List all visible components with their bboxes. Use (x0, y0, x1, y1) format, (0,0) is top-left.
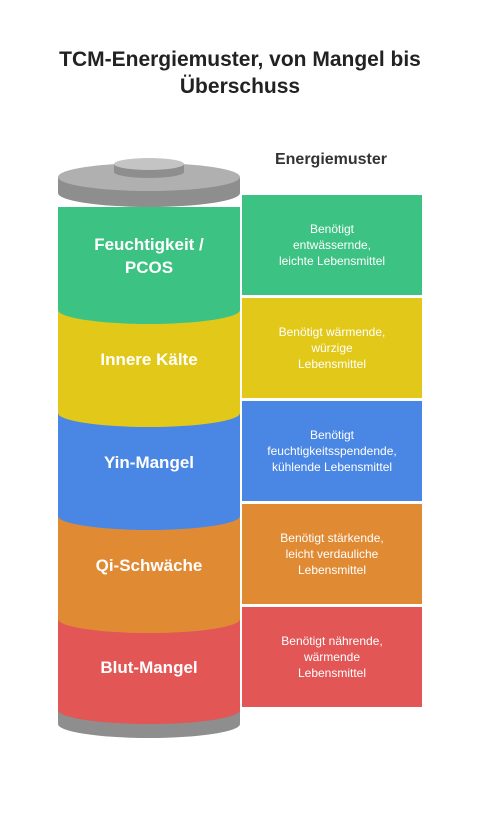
description-kaelte: Benötigt wärmende, würzige Lebensmittel (242, 298, 422, 398)
segment-yin-body (58, 413, 240, 530)
description-line: leichte Lebensmittel (278, 254, 386, 268)
segment-label-kaelte: Innere Kälte (58, 348, 240, 371)
segment-label-qi: Qi-Schwäche (58, 554, 240, 577)
description-yin: Benötigt feuchtigkeitsspendende, kühlend… (242, 401, 422, 501)
description-line: Lebensmittel (297, 357, 367, 371)
title-line-1: TCM-Energiemuster, von Mangel bis (59, 48, 421, 71)
segment-blut-body (58, 619, 240, 724)
segment-label-line: Blut-Mangel (100, 658, 198, 677)
segment-feuchtigkeit-body (58, 207, 240, 324)
segment-qi-body (58, 516, 240, 633)
description-line: Lebensmittel (297, 563, 367, 577)
description-line: leicht verdauliche (285, 547, 379, 561)
description-line: Benötigt (309, 222, 355, 236)
description-line: wärmende (303, 650, 360, 664)
title-line-2: Überschuss (179, 75, 301, 98)
description-line: Lebensmittel (297, 666, 367, 680)
segment-label-line: PCOS (124, 258, 174, 277)
segment-label-blut: Blut-Mangel (58, 656, 240, 679)
segment-feuchtigkeit (58, 207, 240, 324)
diagram-title: TCM-Energiemuster, von Mangel bis Übersc… (0, 46, 480, 100)
segment-label-line: Innere Kälte (100, 350, 198, 369)
description-line: Benötigt (309, 428, 355, 442)
description-line: Benötigt nährende, (281, 634, 383, 648)
segment-label-yin: Yin-Mangel (58, 451, 240, 474)
description-line: entwässernde, (292, 238, 372, 252)
description-blut: Benötigt nährende, wärmende Lebensmittel (242, 607, 422, 707)
description-line: feuchtigkeitsspendende, (267, 444, 397, 458)
description-qi: Benötigt stärkende, leicht verdauliche L… (242, 504, 422, 604)
description-line: Benötigt wärmende, (278, 325, 386, 339)
description-line: kühlende Lebensmittel (271, 460, 393, 474)
description-line: Benötigt stärkende, (280, 531, 384, 545)
battery-top-cap (58, 158, 240, 207)
segment-kaelte-body (58, 310, 240, 427)
segment-label-line: Feuchtigkeit / (94, 235, 204, 254)
terminal-top (114, 158, 184, 170)
segment-label-line: Yin-Mangel (103, 453, 195, 472)
segment-label-feuchtigkeit: Feuchtigkeit / PCOS (58, 233, 240, 279)
description-line: würzige (311, 341, 353, 355)
segment-label-line: Qi-Schwäche (95, 556, 203, 575)
description-feuchtigkeit: Benötigt entwässernde, leichte Lebensmit… (242, 195, 422, 295)
column-heading: Energiemuster (274, 151, 388, 168)
